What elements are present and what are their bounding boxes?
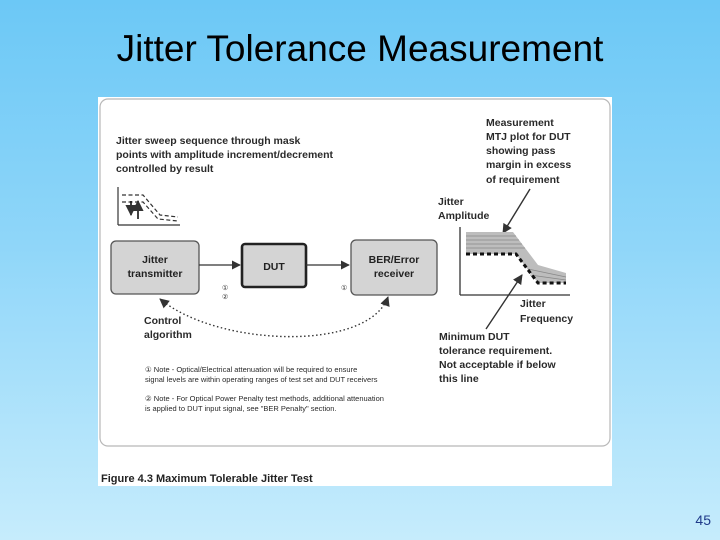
sweep-sequence-icon — [117, 187, 180, 226]
jitter-diagram: Jitter sweep sequence through mask point… — [99, 98, 611, 485]
note-2-line-2: is applied to DUT input signal, see "BER… — [145, 404, 337, 413]
jitter-transmitter-label-1: Jitter — [142, 254, 168, 266]
minimum-label-3: Not acceptable if below — [439, 359, 557, 371]
measurement-label-4: margin in excess — [486, 159, 571, 171]
sweep-note-line-3: controlled by result — [116, 163, 214, 175]
measurement-label-1: Measurement — [486, 117, 554, 129]
marker-2-left: ② — [222, 293, 228, 301]
measurement-label-2: MTJ plot for DUT — [486, 131, 571, 143]
note-2-line-1: ② Note - For Optical Power Penalty test … — [145, 394, 384, 403]
figure-caption: Figure 4.3 Maximum Tolerable Jitter Test — [101, 473, 313, 485]
control-algorithm-label-2: algorithm — [144, 329, 192, 341]
arrow-measurement-to-plot — [502, 188, 531, 234]
dut-label: DUT — [263, 261, 285, 273]
control-feedback-arc — [159, 296, 390, 338]
ber-receiver-box — [350, 239, 438, 296]
marker-1-right: ① — [341, 284, 347, 292]
jitter-frequency-label-2: Frequency — [520, 313, 573, 325]
ber-receiver-label-1: BER/Error — [369, 254, 420, 266]
minimum-label-1: Minimum DUT — [439, 331, 510, 343]
control-algorithm-label-1: Control — [144, 315, 181, 327]
figure-panel: Jitter sweep sequence through mask point… — [98, 97, 612, 486]
jitter-amplitude-label-2: Amplitude — [438, 210, 489, 222]
jitter-transmitter-label-2: transmitter — [128, 268, 183, 280]
page-number: 45 — [695, 512, 711, 528]
slide-title: Jitter Tolerance Measurement — [116, 28, 604, 69]
sweep-note-line-2: points with amplitude increment/decremen… — [116, 149, 334, 161]
jitter-frequency-label-1: Jitter — [520, 298, 546, 310]
minimum-label-4: this line — [439, 373, 479, 385]
mtj-plot — [459, 227, 570, 296]
note-1-line-2: signal levels are within operating range… — [145, 375, 378, 384]
measurement-label-3: showing pass — [486, 145, 556, 157]
sweep-note-line-1: Jitter sweep sequence through mask — [116, 135, 301, 147]
jitter-transmitter-box — [110, 240, 200, 295]
arrow-minimum-to-plot — [485, 274, 523, 330]
measurement-label-5: of requirement — [486, 174, 560, 186]
jitter-amplitude-label-1: Jitter — [438, 196, 464, 208]
minimum-label-2: tolerance requirement. — [439, 345, 552, 357]
ber-receiver-label-2: receiver — [374, 268, 414, 280]
note-1-line-1: ① Note - Optical/Electrical attenuation … — [145, 365, 357, 374]
marker-1-left: ① — [222, 284, 228, 292]
